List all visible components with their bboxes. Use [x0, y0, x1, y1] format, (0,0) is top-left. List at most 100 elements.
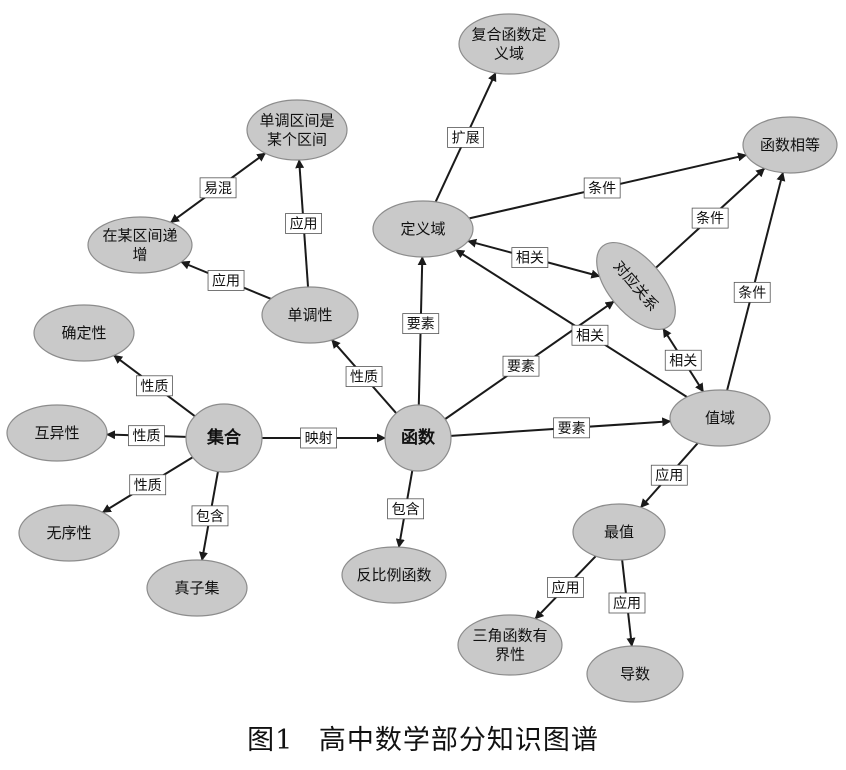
node-label: 三角函数有 [472, 627, 547, 645]
edge-label-dingyiyu-to-hanshuxiangdeng: 条件 [583, 177, 621, 199]
edge-label-text: 要素 [558, 421, 586, 437]
edge-label-text: 要素 [507, 359, 535, 375]
edge-label-text: 性质 [350, 370, 378, 386]
node-ellipse [596, 241, 676, 331]
node-ellipse [669, 389, 771, 447]
node-zhenziji: 真子集 [146, 559, 248, 617]
node-ellipse [384, 404, 452, 472]
node-label: 复合函数定 [471, 26, 546, 44]
node-label: 真子集 [174, 579, 219, 597]
node-label: 导数 [620, 665, 650, 683]
node-ellipse [341, 546, 447, 604]
node-label: 互异性 [34, 424, 79, 442]
edge-label-text: 映射 [305, 431, 333, 447]
edge-label-text: 相关 [669, 353, 697, 369]
node-ellipse [18, 504, 120, 562]
edge-label-zuizhi-to-daoshu: 应用 [608, 592, 646, 614]
node-label: 确定性 [61, 324, 106, 342]
edge-label-hanshu-to-dandiaoxing: 性质 [345, 366, 383, 387]
edge-label-jihe-to-hanshu: 映射 [300, 427, 337, 449]
node-ellipse [457, 614, 563, 676]
node-label: 单调性 [287, 306, 332, 324]
node-label: 义域 [494, 45, 524, 63]
edge-label-zaimouqujian-to-dandiaoqujian: 易混 [199, 177, 237, 199]
node-hanshu: 函数 [384, 404, 452, 472]
node-wuxuxing: 无序性 [18, 504, 120, 562]
node-ellipse [372, 200, 474, 258]
edge-label-jihe-to-quedingxing: 性质 [135, 375, 173, 397]
edge-label-jihe-to-huyixing: 性质 [128, 425, 165, 447]
node-ellipse [572, 503, 666, 561]
edge-label-hanshu-to-duiyingguanxi: 要素 [502, 355, 540, 377]
edge-label-jihe-to-wuxuxing: 性质 [129, 474, 167, 496]
edge-label-hanshu-to-dingyiyu: 要素 [402, 313, 440, 335]
node-ellipse [261, 286, 359, 344]
edge-label-text: 包含 [392, 502, 420, 518]
node-label: 值域 [705, 409, 735, 427]
edge-label-text: 相关 [576, 328, 604, 344]
node-label: 函数 [401, 427, 436, 448]
edge-zhiyu-to-dingyiyu [455, 249, 688, 398]
node-label: 增 [132, 246, 147, 264]
node-zhiyu: 值域 [669, 389, 771, 447]
edge-label-dandiaoxing-to-zaimouqujian: 应用 [207, 270, 245, 291]
knowledge-graph-diagram: 集合函数确定性互异性无序性真子集单调性在某区间递增单调区间是某个区间定义域复合函… [6, 13, 838, 703]
node-ellipse [87, 216, 193, 274]
edge-label-zuizhi-to-sanjiao: 应用 [547, 577, 584, 598]
edge-label-dandiaoxing-to-dandiaoqujian: 应用 [285, 213, 322, 234]
edge-label-text: 条件 [696, 210, 724, 227]
node-label: 界性 [495, 646, 525, 664]
node-label: 在某区间递 [102, 227, 177, 245]
node-label: 最值 [604, 523, 634, 541]
edge-label-text: 扩展 [452, 130, 480, 146]
edge-label-text: 要素 [407, 317, 435, 333]
node-fanbili: 反比例函数 [341, 546, 447, 604]
edge-label-duiyingguanxi-to-zhiyu: 相关 [664, 349, 702, 371]
edge-label-text: 性质 [140, 379, 168, 395]
edge-label-text: 包含 [196, 509, 224, 525]
node-ellipse [458, 13, 560, 75]
edge-label-duiyingguanxi-to-hanshuxiangdeng: 条件 [691, 207, 729, 229]
edge-label-text: 应用 [655, 467, 683, 484]
edge-label-dingyiyu-to-duiyingguanxi: 相关 [511, 247, 549, 268]
node-huyixing: 互异性 [6, 404, 108, 462]
node-label: 反比例函数 [356, 566, 431, 584]
edge-label-hanshu-to-fanbili: 包含 [387, 498, 424, 520]
edge-label-zhiyu-to-dingyiyu: 相关 [571, 324, 609, 346]
node-daoshu: 导数 [586, 645, 684, 703]
node-ellipse [6, 404, 108, 462]
edge-label-text: 应用 [212, 272, 240, 289]
edge-label-zhiyu-to-hanshuxiangdeng: 条件 [733, 281, 771, 303]
figure-caption: 图1 高中数学部分知识图谱 [247, 725, 599, 756]
node-label: 函数相等 [760, 136, 820, 154]
node-quedingxing: 确定性 [33, 304, 135, 362]
node-zuizhi: 最值 [572, 503, 666, 561]
edge-label-text: 性质 [132, 429, 160, 445]
edge-zhiyu-to-hanshuxiangdeng [726, 171, 786, 391]
node-ellipse [586, 645, 684, 703]
node-label: 无序性 [46, 524, 91, 542]
node-ellipse [33, 304, 135, 362]
edge-label-text: 易混 [204, 181, 232, 197]
node-ellipse [185, 403, 263, 473]
edge-label-hanshu-to-zhiyu: 要素 [553, 417, 591, 439]
node-label: 定义域 [400, 220, 445, 238]
edge-label-text: 条件 [588, 180, 616, 197]
edge-labels-layer: 性质性质性质包含映射性质应用应用易混要素要素要素包含扩展条件相关相关条件相关条件… [128, 127, 771, 614]
edge-label-dingyiyu-to-fuhehanshu: 扩展 [447, 127, 484, 148]
node-ellipse [742, 116, 838, 174]
node-dandiaoxing: 单调性 [261, 286, 359, 344]
node-label: 单调区间是 [259, 112, 334, 130]
edge-label-jihe-to-zhenziji: 包含 [191, 505, 229, 527]
edge-label-zhiyu-to-zuizhi: 应用 [650, 464, 688, 486]
node-ellipse [246, 99, 348, 161]
node-hanshuxiangdeng: 函数相等 [742, 116, 838, 174]
node-ellipse [146, 559, 248, 617]
node-dingyiyu: 定义域 [372, 200, 474, 258]
edge-label-text: 相关 [516, 251, 544, 267]
node-jihe: 集合 [185, 403, 263, 473]
